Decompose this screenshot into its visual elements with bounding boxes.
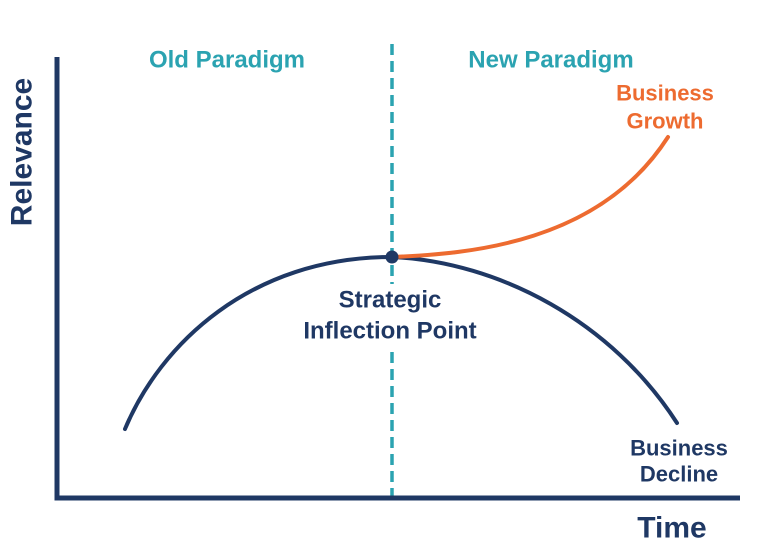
axes-lines bbox=[54, 57, 740, 501]
inflection-point-label-line1: Strategic bbox=[339, 287, 442, 314]
inflection-point-label-line2: Inflection Point bbox=[303, 318, 476, 345]
inflection-point-dot bbox=[385, 250, 399, 264]
business-growth-label-line1: Business bbox=[616, 81, 714, 106]
x-axis-label: Time bbox=[637, 512, 706, 545]
business-growth-curve bbox=[390, 135, 670, 259]
business-growth-label-line2: Growth bbox=[627, 109, 704, 134]
business-decline-label-line2: Decline bbox=[640, 462, 718, 487]
y-axis-label: Relevance bbox=[6, 78, 39, 226]
business-decline-label-line1: Business bbox=[630, 436, 728, 461]
new-paradigm-label: New Paradigm bbox=[468, 47, 633, 74]
old-paradigm-label: Old Paradigm bbox=[149, 47, 305, 74]
